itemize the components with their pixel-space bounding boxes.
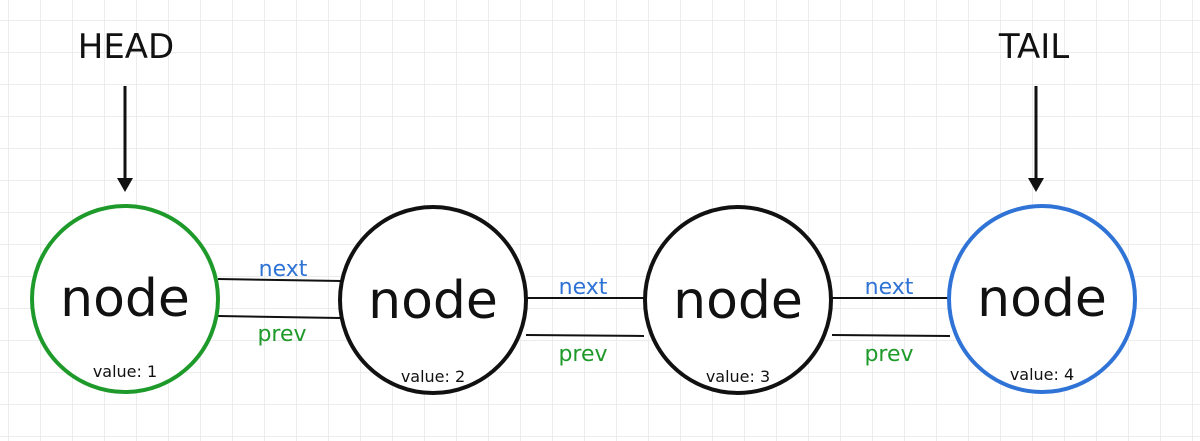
tail-pointer-arrow <box>1028 86 1044 192</box>
node-4-circle <box>947 204 1137 394</box>
node-3-label: node <box>673 271 803 331</box>
prev-label-2: prev <box>558 342 607 367</box>
next-label-3: next <box>865 275 914 300</box>
node-4: node value: 4 <box>947 204 1137 394</box>
node-2-circle <box>338 205 528 395</box>
prev-line <box>217 315 341 319</box>
node-1-label: node <box>60 269 190 329</box>
prev-line <box>525 334 645 337</box>
prev-label-1: prev <box>257 322 306 347</box>
next-line <box>217 278 343 282</box>
node-2: node value: 2 <box>338 205 528 395</box>
link-3-4 <box>831 297 951 337</box>
head-pointer-arrow <box>117 86 133 192</box>
node-1-circle <box>30 204 220 394</box>
node-2-label: node <box>368 271 498 331</box>
next-label-2: next <box>559 275 608 300</box>
node-3-circle <box>643 205 833 395</box>
next-label-1: next <box>259 257 308 282</box>
tail-pointer-label: TAIL <box>998 27 1069 67</box>
node-2-value: value: 2 <box>401 367 465 386</box>
node-1-value: value: 1 <box>93 362 157 381</box>
link-2-3 <box>525 297 646 337</box>
link-1-2 <box>217 278 343 319</box>
node-3: node value: 3 <box>643 205 833 395</box>
prev-label-3: prev <box>864 342 913 367</box>
node-4-label: node <box>977 269 1107 329</box>
node-3-value: value: 3 <box>706 367 770 386</box>
prev-line <box>831 334 951 337</box>
node-1: node value: 1 <box>30 204 220 394</box>
head-pointer-label: HEAD <box>78 27 175 67</box>
node-4-value: value: 4 <box>1010 365 1074 384</box>
